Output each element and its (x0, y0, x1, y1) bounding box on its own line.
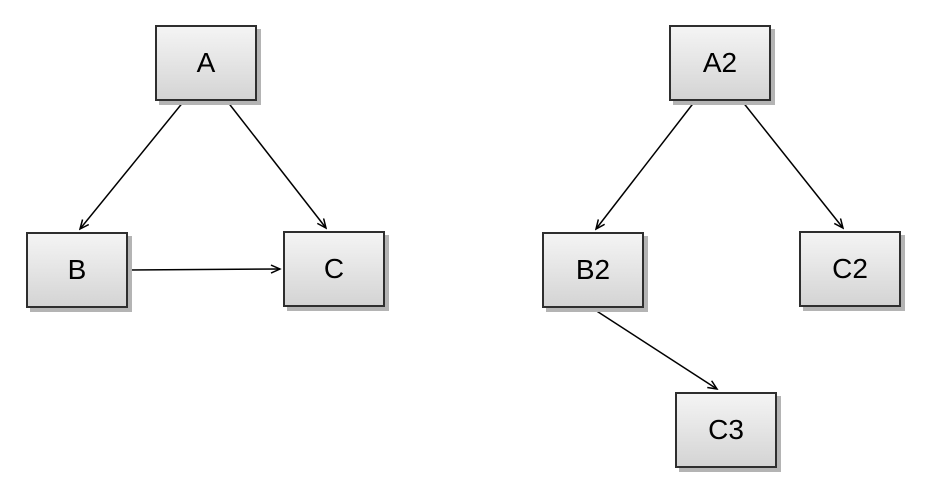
edge-A-B (80, 100, 185, 229)
node-B2: B2 (542, 232, 644, 308)
node-C: C (283, 231, 385, 307)
node-A2: A2 (669, 25, 771, 101)
node-C3: C3 (675, 392, 777, 468)
node-B-label: B (67, 254, 87, 285)
node-A2-label: A2 (702, 47, 738, 78)
node-A-label: A (196, 47, 216, 78)
node-C3-label: C3 (708, 414, 744, 445)
node-C2-label: C2 (832, 253, 868, 284)
node-A: A (155, 25, 257, 101)
edge-A2-C2 (741, 100, 843, 228)
edge-B2-C3 (591, 307, 717, 389)
edge-B-C (128, 269, 280, 270)
edge-A2-B2 (596, 100, 696, 229)
node-C2: C2 (799, 231, 901, 307)
edge-A-C (226, 100, 326, 228)
node-C-label: C (323, 253, 345, 284)
node-B2-label: B2 (575, 254, 611, 285)
node-B: B (26, 232, 128, 308)
